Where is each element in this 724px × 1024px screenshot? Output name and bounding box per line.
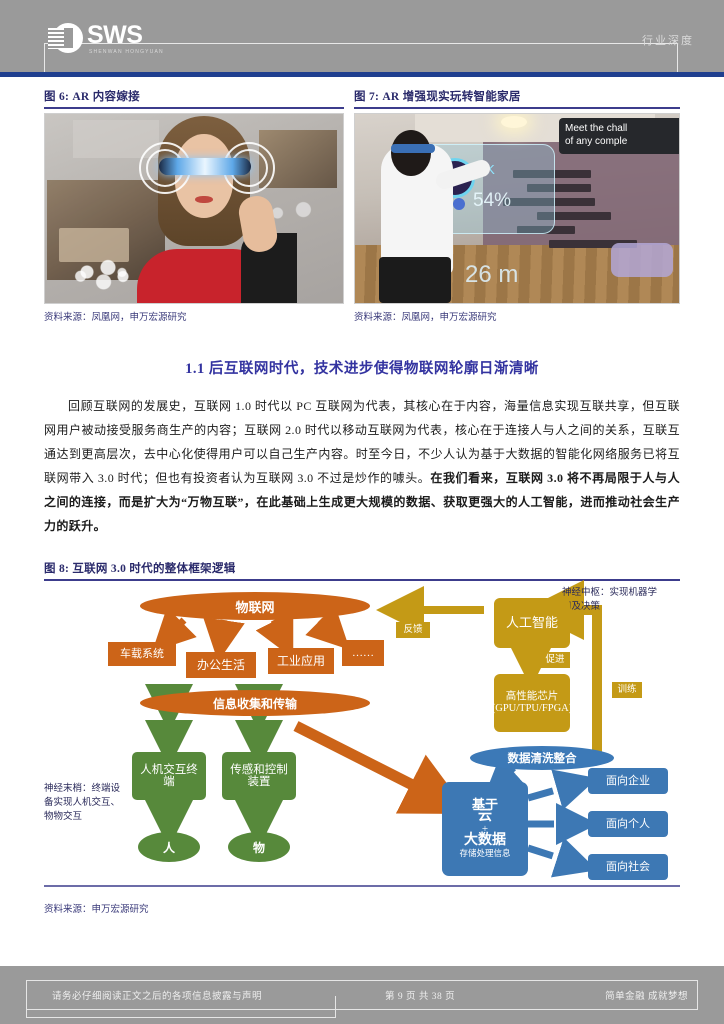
edge-label-feedback: 反馈 xyxy=(396,622,430,638)
figure-6-source: 资料来源：凤凰网，申万宏源研究 xyxy=(44,313,187,323)
footer-slogan: 简单金融 成就梦想 xyxy=(605,992,688,1002)
node-high-perf-chip-label: 高性能芯片(GPU/TPU/FPGA) xyxy=(491,691,573,714)
node-to-person-label: 面向个人 xyxy=(606,818,650,830)
annotation-nerve-center: 神经中枢：实现机器学习及决策 xyxy=(562,588,658,612)
footer-frame xyxy=(26,980,698,1010)
node-cloud-line4: 大数据 xyxy=(464,833,506,848)
node-to-person: 面向个人 xyxy=(588,811,668,837)
edge-label-train-text: 训练 xyxy=(617,685,637,695)
node-cloud-line3: + xyxy=(481,823,489,835)
figure-7-title: 图 7: AR 增强现实玩转智能家居 xyxy=(354,91,521,103)
figure-6-title: 图 6: AR 内容嫁接 xyxy=(44,91,140,103)
node-sensor-control-label: 传感和控制装置 xyxy=(230,764,288,788)
header-frame-line xyxy=(44,43,678,72)
node-office-life-label: 办公生活 xyxy=(196,658,245,672)
ar-tooltip-line2: of any comple xyxy=(565,136,628,147)
figure-6: 图 6: AR 内容嫁接 资料来源：凤凰网，申万宏源研究 xyxy=(44,88,344,323)
node-industry-app-label: 工业应用 xyxy=(276,654,325,668)
logo-subtext: SHENWAN HONGYUAN xyxy=(89,49,164,55)
paragraph-bold-part: 在我们看来，互联网 3.0 将不再局限于人与人之间的连接，而是扩大为“万物互联”… xyxy=(44,471,680,533)
figure-6-image xyxy=(44,113,344,304)
ar-percent-label: 54% xyxy=(473,190,512,211)
figure-row-6-7: 图 6: AR 内容嫁接 资料来源：凤凰网，申万宏源研究 图 7: AR 增强现… xyxy=(44,88,680,323)
node-to-enterprise-label: 面向企业 xyxy=(606,775,650,787)
node-to-society: 面向社会 xyxy=(588,854,668,880)
node-data-cleanse-label: 数据清洗整合 xyxy=(507,753,577,765)
body-paragraph: 回顾互联网的发展史，互联网 1.0 时代以 PC 互联网为代表，其核心在于内容，… xyxy=(44,394,680,538)
node-data-cleanse: 数据清洗整合 xyxy=(470,746,614,770)
node-office-life: 办公生活 xyxy=(186,652,256,678)
node-ai: 人工智能 xyxy=(494,598,570,648)
edge-label-train: 训练 xyxy=(612,682,642,698)
figure-8-rule xyxy=(44,579,680,581)
sws-logo: SWS SHENWAN HONGYUAN xyxy=(48,22,164,56)
logo-wordmark: SWS xyxy=(87,21,143,49)
node-person-label: 人 xyxy=(162,840,175,855)
figure-8-title: 图 8: 互联网 3.0 时代的整体框架逻辑 xyxy=(44,563,236,575)
node-thing: 物 xyxy=(228,832,290,862)
figure-7-rule xyxy=(354,107,680,109)
node-cloud-bigdata: 基于 云 + 大数据 存储处理信息 xyxy=(442,782,528,876)
section-heading: 1.1 后互联网时代，技术进步使得物联网轮廓日渐清晰 xyxy=(185,361,539,377)
header-blue-rule xyxy=(0,72,724,77)
edge-label-feedback-text: 反馈 xyxy=(403,625,423,635)
node-cloud-line2: 云 xyxy=(478,809,492,824)
node-industry-app: 工业应用 xyxy=(268,648,334,674)
node-vehicle-system: 车载系统 xyxy=(108,642,176,666)
node-cloud-line5: 存储处理信息 xyxy=(459,848,511,858)
figure-8: 图 8: 互联网 3.0 时代的整体框架逻辑 xyxy=(44,560,680,915)
figure-6-rule xyxy=(44,107,344,109)
node-iot-label: 物联网 xyxy=(235,599,275,615)
ar-tooltip-line1: Meet the chall xyxy=(565,123,628,134)
node-to-society-label: 面向社会 xyxy=(606,861,650,873)
node-thing-label: 物 xyxy=(252,840,265,855)
node-hmi-terminal-label: 人机交互终端 xyxy=(140,764,198,788)
node-to-enterprise: 面向企业 xyxy=(588,768,668,794)
edge-label-promote: 促进 xyxy=(540,652,570,668)
sws-logo-mark-icon xyxy=(48,22,83,56)
page-footer: 请务必仔细阅读正文之后的各项信息披露与声明 第 9 页 共 38 页 简单金融 … xyxy=(0,966,724,1024)
page-header: SWS SHENWAN HONGYUAN 行业深度 xyxy=(0,0,724,72)
ar-tooltip: Meet the chall of any comple xyxy=(559,118,679,154)
edge-label-promote-text: 促进 xyxy=(545,655,565,665)
node-collect-transmit: 信息收集和传输 xyxy=(140,690,370,716)
figure-7-source: 资料来源：凤凰网，申万宏源研究 xyxy=(354,313,497,323)
footer-page-number: 第 9 页 共 38 页 xyxy=(385,992,456,1002)
figure-7: 图 7: AR 增强现实玩转智能家居 OK 54% 26 m xyxy=(354,88,680,323)
paragraph-plain-part: 回顾互联网的发展史，互联网 1.0 时代以 PC 互联网为代表，其核心在于内容，… xyxy=(44,399,680,485)
figure-7-image: OK 54% 26 m Meet the chall of any comple xyxy=(354,113,680,304)
node-vehicle-system-label: 车载系统 xyxy=(120,648,164,660)
figure-8-source: 资料来源：申万宏源研究 xyxy=(44,905,149,915)
header-report-type: 行业深度 xyxy=(642,35,694,47)
node-etc-label: …… xyxy=(352,647,374,659)
node-cloud-line1: 基于 xyxy=(471,797,498,812)
annotation-nerve-endings: 神经末梢：终端设备实现人机交互、物物交互 xyxy=(44,784,121,822)
node-ai-label: 人工智能 xyxy=(505,615,558,630)
ar-distance-label: 26 m xyxy=(465,261,519,288)
node-etc: …… xyxy=(342,640,384,666)
page-content: 图 6: AR 内容嫁接 资料来源：凤凰网，申万宏源研究 图 7: AR 增强现… xyxy=(44,88,680,915)
figure-8-diagram: 物联网 车载系统 办公生活 工业应用 …… 信息收集和传输 人机交互终端 xyxy=(44,580,680,896)
node-iot: 物联网 xyxy=(140,592,370,620)
node-collect-transmit-label: 信息收集和传输 xyxy=(212,696,297,711)
node-person: 人 xyxy=(138,832,200,862)
footer-disclaimer: 请务必仔细阅读正文之后的各项信息披露与声明 xyxy=(52,992,263,1002)
node-sensor-control: 传感和控制装置 xyxy=(222,752,296,800)
footer-frame-inner xyxy=(26,996,336,1018)
node-high-perf-chip: 高性能芯片(GPU/TPU/FPGA) xyxy=(492,674,572,732)
node-hmi-terminal: 人机交互终端 xyxy=(132,752,206,800)
